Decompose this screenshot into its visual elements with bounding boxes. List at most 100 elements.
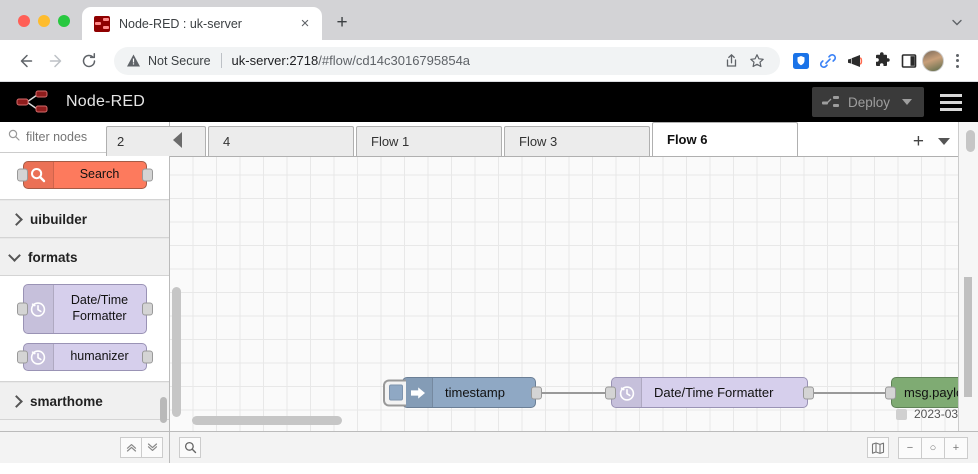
sidebar-scroll-thumb[interactable] (964, 277, 972, 397)
clock-icon (612, 378, 642, 407)
flow-node-debug[interactable]: msg.payload (885, 377, 958, 408)
puzzle-icon[interactable] (871, 50, 893, 72)
browser-tab[interactable]: Node-RED : uk-server × (82, 7, 322, 40)
tab-list-caret-icon[interactable] (950, 15, 978, 40)
flow-tab-flow-6[interactable]: Flow 6 (652, 122, 798, 156)
share-icon[interactable] (720, 50, 742, 72)
window-close-button[interactable] (18, 15, 30, 27)
window-minimize-button[interactable] (38, 15, 50, 27)
node-input-port[interactable] (605, 386, 616, 399)
forward-icon (42, 46, 72, 76)
close-icon[interactable]: × (300, 15, 310, 32)
palette-node-label: humanizer (70, 349, 129, 364)
palette-category-label: formats (28, 249, 78, 265)
flow-tab-2[interactable]: 2 (106, 126, 206, 156)
megaphone-icon[interactable] (844, 50, 866, 72)
flow-canvas[interactable]: timestamp Date/Time Formatter msg.payloa… (170, 157, 958, 431)
node-output-port[interactable] (141, 350, 153, 364)
deploy-icon (821, 95, 840, 109)
arrow-right-icon (403, 378, 433, 407)
palette-category-smarthome[interactable]: smarthome (0, 382, 169, 420)
security-status-label: Not Secure (148, 53, 211, 68)
canvas-horizontal-scrollbar[interactable] (192, 416, 342, 425)
window-maximize-button[interactable] (58, 15, 70, 27)
zoom-in-button[interactable]: + (944, 436, 968, 459)
chevron-right-icon (10, 394, 23, 408)
node-input-port[interactable] (16, 350, 28, 364)
map-icon[interactable] (867, 437, 889, 458)
palette-category-uibuilder[interactable]: uibuilder (0, 200, 169, 238)
sidebar-scroll-rail[interactable] (958, 122, 978, 431)
star-icon[interactable] (746, 50, 768, 72)
node-input-port[interactable] (16, 302, 28, 316)
url-text: uk-server:2718/#flow/cd14c3016795854a (232, 53, 471, 68)
caret-left-icon[interactable] (173, 132, 182, 148)
canvas-grid (170, 157, 958, 431)
wire-formatter-to-debug[interactable] (808, 392, 892, 394)
palette-category-formats[interactable]: formats (0, 238, 169, 276)
main-menu-button[interactable] (924, 82, 978, 122)
palette-node-humanizer[interactable]: humanizer (16, 343, 153, 371)
avatar[interactable] (922, 49, 944, 72)
clock-icon (23, 344, 54, 370)
omnibox-actions (720, 50, 768, 72)
not-secure-warning-icon[interactable] (126, 53, 141, 68)
flow-list-caret-icon[interactable] (938, 137, 950, 145)
palette-node-date-time-formatter[interactable]: Date/Time Formatter (16, 284, 153, 334)
zoom-controls: − ○ + (898, 436, 968, 459)
footer-left-tools (170, 437, 868, 458)
node-status: 2023-03-27T10:12:46.986Z (896, 407, 958, 421)
status-dot-icon (896, 408, 907, 420)
address-bar[interactable]: Not Secure uk-server:2718/#flow/cd14c301… (114, 46, 780, 75)
footer-right-tools: − ○ + (867, 436, 978, 459)
flow-tab-flow-3[interactable]: Flow 3 (504, 126, 650, 156)
palette-scrollbar[interactable] (160, 397, 167, 423)
browser-title-bar: Node-RED : uk-server × + (0, 0, 978, 40)
palette-list: Search uibuilder formats (0, 153, 169, 431)
palette-group-formats: Date/Time Formatter humanizer (0, 276, 169, 382)
chevron-down-icon[interactable] (902, 99, 912, 105)
search-icon[interactable] (179, 437, 201, 458)
link-icon[interactable] (817, 50, 839, 72)
shield-icon[interactable] (790, 50, 812, 72)
sidepanel-icon[interactable] (898, 50, 920, 72)
reload-icon[interactable] (74, 46, 104, 76)
palette-category-label: smarthome (30, 393, 103, 409)
node-input-port[interactable] (885, 386, 896, 399)
deploy-button[interactable]: Deploy (811, 87, 924, 117)
back-icon[interactable] (10, 46, 40, 76)
palette-node-label: Date/Time Formatter (70, 293, 129, 323)
palette-sidebar: Search uibuilder formats (0, 122, 170, 431)
browser-toolbar: Not Secure uk-server:2718/#flow/cd14c301… (0, 40, 978, 82)
chevrons-down-icon[interactable] (141, 437, 163, 458)
node-output-port[interactable] (141, 302, 153, 316)
wire-inject-to-formatter[interactable] (536, 392, 612, 394)
node-output-port[interactable] (531, 386, 542, 399)
header-actions: Deploy (811, 82, 978, 122)
zoom-reset-button[interactable]: ○ (921, 436, 945, 459)
flow-node-inject[interactable]: timestamp (383, 377, 542, 408)
palette-group-search-results: Search (0, 153, 169, 200)
flow-node-label: timestamp (445, 385, 505, 400)
node-red-logo: Node-RED (16, 89, 145, 115)
flow-tab-4[interactable]: 4 (208, 126, 354, 156)
node-status-text: 2023-03-27T10:12:46.986Z (914, 407, 958, 421)
node-output-port[interactable] (803, 386, 814, 399)
zoom-out-button[interactable]: − (898, 436, 922, 459)
inject-trigger-button[interactable] (383, 379, 406, 406)
new-tab-button[interactable]: + (336, 12, 348, 33)
node-output-port[interactable] (141, 168, 153, 182)
chevron-down-icon (8, 249, 21, 262)
extension-icons (790, 50, 920, 72)
kebab-menu-icon[interactable] (946, 53, 968, 68)
chevrons-up-icon[interactable] (120, 437, 142, 458)
flow-node-label: Date/Time Formatter (654, 385, 774, 400)
palette-node-search[interactable]: Search (16, 161, 153, 189)
editor-footer: − ○ + (0, 431, 978, 463)
canvas-vertical-scrollbar[interactable] (172, 287, 181, 417)
flow-tab-flow-1[interactable]: Flow 1 (356, 126, 502, 156)
node-input-port[interactable] (16, 168, 28, 182)
flow-node-date-time-formatter[interactable]: Date/Time Formatter (605, 377, 814, 408)
sidebar-scroll-thumb-top[interactable] (966, 130, 975, 152)
add-flow-button[interactable]: + (912, 130, 924, 152)
